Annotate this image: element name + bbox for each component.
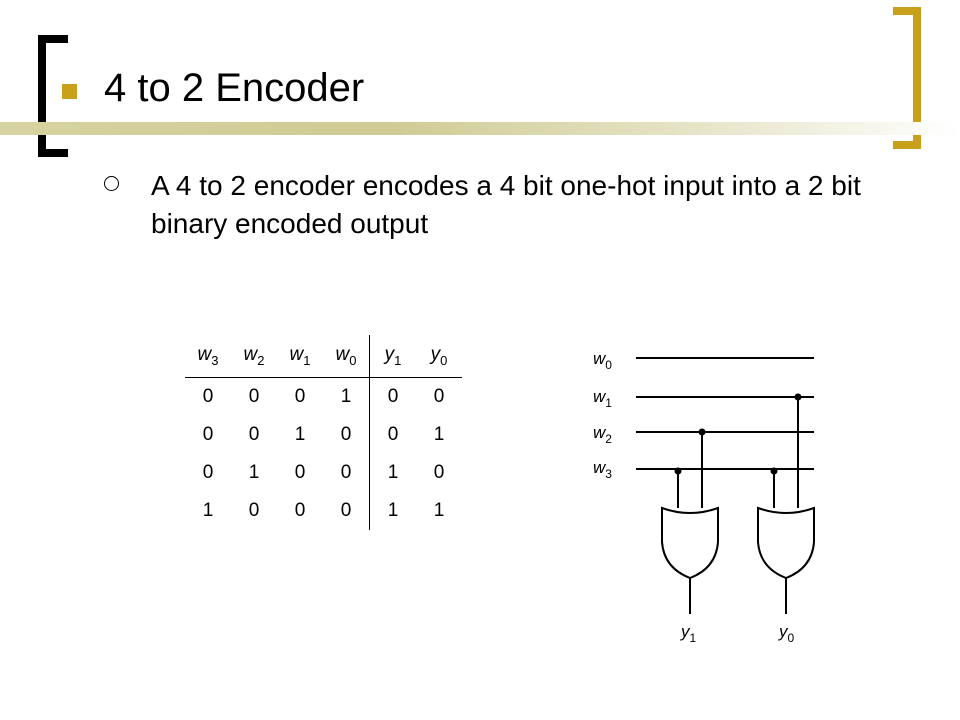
slide-title: 4 to 2 Encoder (104, 66, 365, 110)
output-label-y0: y0 (778, 622, 795, 645)
table-cell: 0 (369, 377, 416, 416)
input-label-w3: w3 (593, 458, 612, 481)
table-cell: 1 (369, 454, 416, 492)
table-row: 1 0 0 0 1 1 (185, 492, 462, 530)
table-cell: 1 (369, 492, 416, 530)
table-cell: 0 (340, 424, 352, 445)
output-label-y1: y1 (680, 622, 697, 645)
title-underline-bar (0, 122, 960, 135)
table-cell: 0 (294, 462, 306, 483)
header-w1: w1 (277, 335, 323, 378)
or-gate-y1 (661, 506, 719, 580)
table-row: 0 0 1 0 0 1 (185, 416, 462, 454)
table-row: 0 0 0 1 0 0 (185, 377, 462, 416)
truth-table-header-row: w3 w2 w1 w0 y1 y0 (185, 335, 462, 378)
input-label-w2: w2 (593, 423, 612, 446)
encoder-circuit-diagram: w0 w1 w2 w3 y1 y0 (593, 349, 815, 645)
title-square-bullet-icon (62, 84, 77, 99)
table-cell: 0 (433, 462, 445, 483)
input-label-w0: w0 (593, 349, 612, 372)
junction-dot-w2-y1 (698, 428, 706, 436)
table-cell: 1 (433, 424, 445, 445)
table-cell: 0 (294, 386, 306, 407)
header-y1: y1 (369, 335, 416, 378)
table-cell: 1 (340, 386, 352, 407)
table-cell: 0 (248, 424, 260, 445)
header-w3: w3 (185, 335, 231, 378)
junction-dot-w3-y1 (674, 467, 682, 475)
header-y0: y0 (416, 335, 462, 378)
table-cell: 1 (202, 500, 214, 521)
right-bracket-decoration (893, 7, 921, 149)
input-label-w1: w1 (593, 387, 612, 410)
table-cell: 0 (202, 424, 214, 445)
table-cell: 0 (340, 462, 352, 483)
table-cell: 0 (433, 386, 445, 407)
junction-dot-w1-y0 (794, 393, 802, 401)
table-cell: 0 (202, 386, 214, 407)
junction-dot-w3-y0 (770, 467, 778, 475)
table-cell: 0 (340, 500, 352, 521)
table-cell: 0 (202, 462, 214, 483)
header-w2: w2 (231, 335, 277, 378)
table-cell: 0 (294, 500, 306, 521)
table-row: 0 1 0 0 1 0 (185, 454, 462, 492)
table-cell: 0 (369, 416, 416, 454)
or-gate-y0 (757, 506, 815, 580)
table-cell: 1 (248, 462, 260, 483)
table-cell: 1 (294, 424, 306, 445)
left-bracket-decoration (38, 35, 68, 157)
table-cell: 1 (433, 500, 445, 521)
circle-bullet-icon (104, 176, 119, 191)
truth-table: w3 w2 w1 w0 y1 y0 0 0 0 1 0 0 0 0 1 0 0 … (185, 335, 462, 530)
table-cell: 0 (248, 500, 260, 521)
table-cell: 0 (248, 386, 260, 407)
header-w0: w0 (323, 335, 370, 378)
bullet-text: A 4 to 2 encoder encodes a 4 bit one-hot… (151, 170, 861, 239)
